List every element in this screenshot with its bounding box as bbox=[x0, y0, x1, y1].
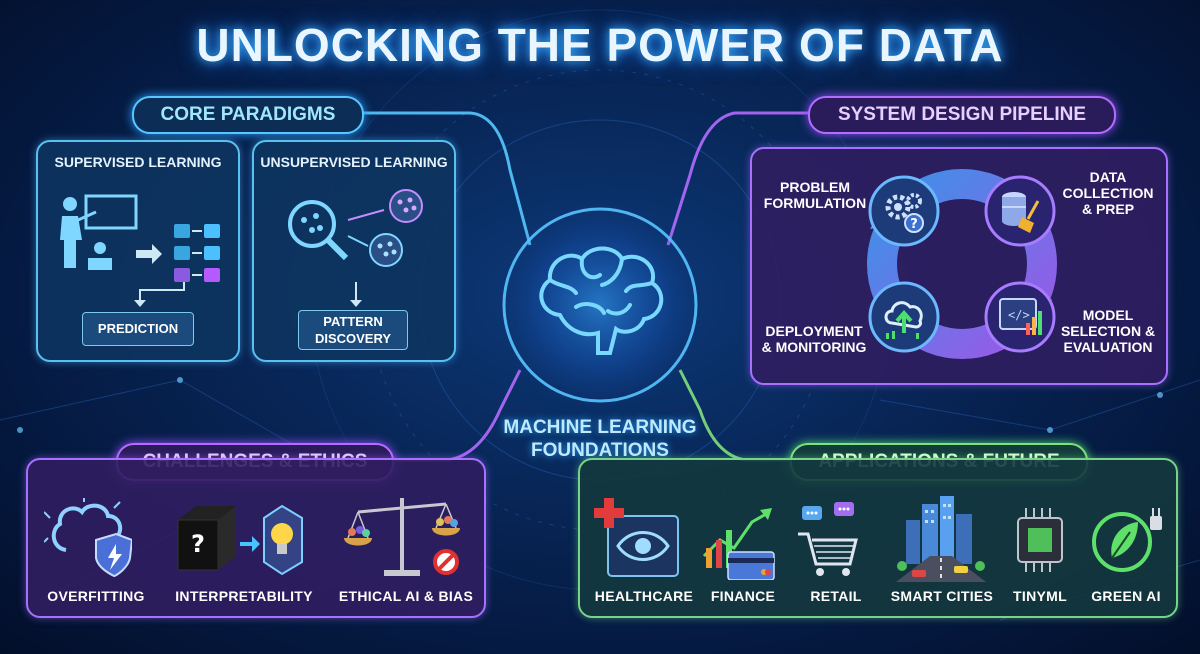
step3-line3: EVALUATION bbox=[1063, 339, 1153, 355]
pattern-discovery-box: PATTERN DISCOVERY bbox=[298, 310, 408, 350]
challenges-card: ? OVERFITTING INTERPRETABILITY ETHICAL A… bbox=[26, 458, 486, 618]
medical-eye-icon bbox=[594, 498, 679, 577]
down-arrow-icon bbox=[134, 282, 185, 307]
down-arrow-icon-2 bbox=[350, 282, 362, 307]
step-model-selection: MODEL SELECTION & EVALUATION bbox=[1056, 307, 1160, 355]
brain-shield-icon bbox=[44, 498, 132, 578]
step1-line2: FORMULATION bbox=[763, 195, 867, 211]
unsupervised-learning-title: UNSUPERVISED LEARNING bbox=[260, 154, 448, 170]
applications-card: HEALTHCARE FINANCE RETAIL SMART CITIES T… bbox=[578, 458, 1178, 618]
step2-line2: COLLECTION bbox=[1062, 185, 1154, 201]
smart-cities-label: SMART CITIES bbox=[890, 588, 994, 604]
step4-line1: DEPLOYMENT bbox=[765, 323, 863, 339]
overfitting-label: OVERFITTING bbox=[47, 588, 145, 604]
interpretability-label: INTERPRETABILITY bbox=[175, 588, 313, 604]
code-chart-icon: </> bbox=[999, 298, 1042, 335]
prediction-box: PREDICTION bbox=[82, 312, 194, 346]
core-paradigms-heading: CORE PARADIGMS bbox=[132, 96, 364, 134]
step4-line2: & MONITORING bbox=[761, 339, 867, 355]
database-broom-icon bbox=[1002, 192, 1040, 233]
step1-line1: PROBLEM bbox=[780, 179, 850, 195]
pipeline-card: ? </> PROBLEM FORMULATION DATA COLLECTIO… bbox=[750, 147, 1168, 385]
supervised-learning-card: SUPERVISED LEARNING PREDICTION bbox=[36, 140, 240, 362]
healthcare-label: HEALTHCARE bbox=[594, 588, 694, 604]
shopping-cart-icon bbox=[798, 502, 858, 576]
step-problem-formulation: PROBLEM FORMULATION bbox=[760, 179, 870, 211]
brain-icon bbox=[539, 246, 664, 355]
step-deployment: DEPLOYMENT & MONITORING bbox=[756, 323, 872, 355]
tinyml-label: TINYML bbox=[1013, 588, 1067, 604]
step2-line3: & PREP bbox=[1081, 201, 1135, 217]
teacher-classification-icon bbox=[60, 194, 220, 282]
scales-icon bbox=[344, 498, 460, 576]
supervised-learning-title: SUPERVISED LEARNING bbox=[54, 154, 222, 170]
pattern-discovery-line2: DISCOVERY bbox=[314, 331, 392, 346]
svg-text:?: ? bbox=[910, 217, 918, 232]
center-label: MACHINE LEARNING FOUNDATIONS bbox=[460, 416, 740, 462]
ethical-ai-label: ETHICAL AI & BIAS bbox=[338, 588, 474, 604]
pipeline-heading: SYSTEM DESIGN PIPELINE bbox=[808, 96, 1116, 134]
black-box-lightbulb-icon: ? bbox=[177, 504, 303, 576]
retail-label: RETAIL bbox=[810, 588, 862, 604]
svg-text:?: ? bbox=[191, 530, 205, 558]
cloud-upload-icon bbox=[884, 301, 923, 339]
svg-text:</>: </> bbox=[1008, 308, 1030, 322]
finance-chart-icon bbox=[702, 508, 775, 580]
page-title: UNLOCKING THE POWER OF DATA bbox=[196, 19, 1004, 71]
step-data-collection: DATA COLLECTION & PREP bbox=[1056, 169, 1160, 217]
step2-line1: DATA bbox=[1089, 169, 1127, 185]
finance-label: FINANCE bbox=[710, 588, 776, 604]
city-icon bbox=[896, 496, 986, 582]
chip-icon bbox=[1017, 508, 1063, 572]
magnifier-clusters-icon bbox=[288, 189, 423, 267]
step3-line1: MODEL bbox=[1082, 307, 1134, 323]
center-label-line1: MACHINE LEARNING bbox=[503, 417, 697, 438]
step3-line2: SELECTION & bbox=[1060, 323, 1156, 339]
gears-question-icon: ? bbox=[885, 193, 924, 233]
leaf-plug-icon bbox=[1092, 508, 1162, 572]
pattern-discovery-line1: PATTERN bbox=[323, 314, 383, 329]
unsupervised-learning-card: UNSUPERVISED LEARNING PATTERN DISCOVERY bbox=[252, 140, 456, 362]
center-label-line2: FOUNDATIONS bbox=[531, 440, 669, 461]
green-ai-label: GREEN AI bbox=[1091, 588, 1161, 604]
